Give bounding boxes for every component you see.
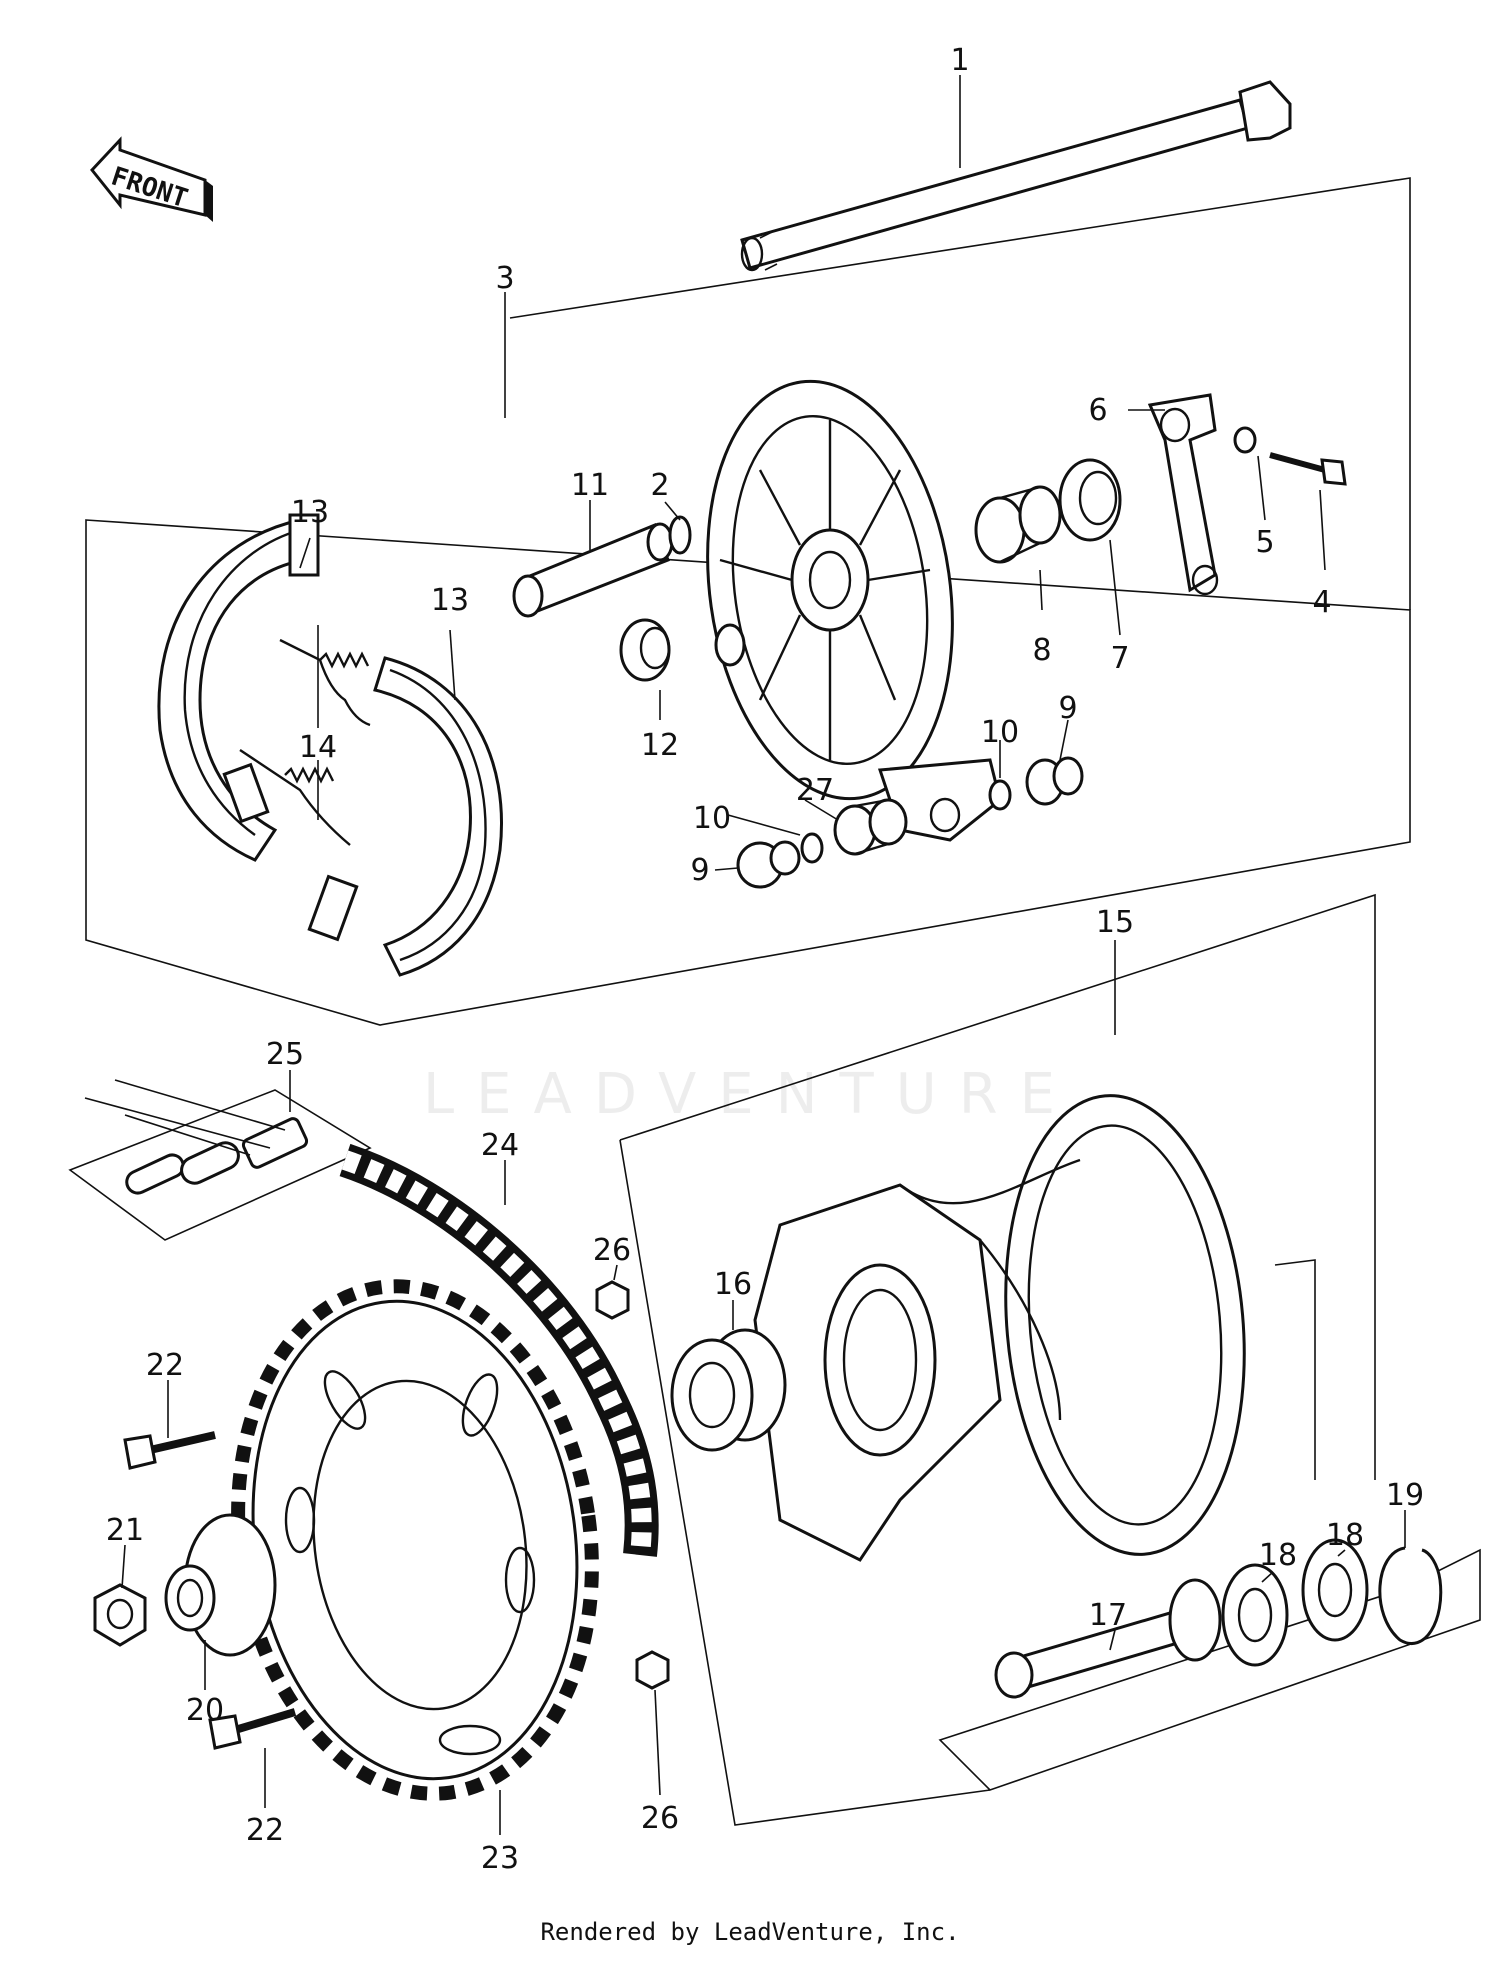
front-arrow-icon: FRONT xyxy=(90,136,213,222)
callout-25: 25 xyxy=(266,1037,304,1072)
chain-joint-part xyxy=(125,1117,309,1195)
brake-shoe-left-part xyxy=(157,513,320,862)
drive-chain-part xyxy=(339,1143,659,1557)
callout-24: 24 xyxy=(481,1128,519,1163)
callout-6: 6 xyxy=(1088,393,1107,428)
callout-20: 20 xyxy=(186,1693,224,1728)
rear-wheel-hub-part xyxy=(753,1094,1246,1562)
hub-distance-collar-part xyxy=(994,1578,1222,1699)
sprocket-nut-lower-part xyxy=(635,1650,670,1690)
callout-19: 19 xyxy=(1386,1478,1424,1513)
callout-3: 3 xyxy=(495,261,514,296)
brake-shoe-spring-upper-part xyxy=(279,638,371,727)
callout-27: 27 xyxy=(796,773,834,808)
stopper-washer-lower-part xyxy=(800,832,824,864)
brake-panel-group-outline xyxy=(509,177,1411,610)
callout-18-right: 18 xyxy=(1326,1518,1364,1553)
callout-23: 23 xyxy=(481,1841,519,1876)
callout-leader-lines xyxy=(121,75,1406,1835)
callout-2: 2 xyxy=(650,468,669,503)
callout-21: 21 xyxy=(106,1513,144,1548)
callout-12: 12 xyxy=(641,728,679,763)
rear-sprocket-part xyxy=(231,1279,599,1801)
callout-8: 8 xyxy=(1032,633,1051,668)
callout-7: 7 xyxy=(1110,641,1129,676)
sprocket-bolt-lower-part xyxy=(208,1708,297,1750)
callout-numbers: 1 2 3 4 5 6 7 8 9 9 10 10 11 12 13 13 14… xyxy=(106,43,1424,1876)
brake-cam-lever-part xyxy=(1147,393,1219,596)
callout-5: 5 xyxy=(1255,525,1274,560)
brake-shoe-spring-lower-part xyxy=(239,749,351,846)
brake-shoe-right-part xyxy=(307,656,503,977)
stopper-collar-lower-part xyxy=(736,840,801,889)
lever-bolt-part xyxy=(1269,452,1347,486)
stopper-washer-upper-part xyxy=(988,779,1012,811)
camshaft-bush-part xyxy=(974,485,1062,564)
hub-bearing-right-outer-part xyxy=(1301,1538,1369,1642)
hub-bearing-right-inner-part xyxy=(1221,1563,1289,1667)
callout-17: 17 xyxy=(1089,1598,1127,1633)
callout-1: 1 xyxy=(950,43,969,78)
brake-cam-shaft-part xyxy=(512,522,674,618)
brake-panel-plate-part xyxy=(706,379,1002,842)
o-ring-part xyxy=(668,515,692,555)
hub-bearing-left-part xyxy=(670,1328,787,1452)
render-credit-footer: Rendered by LeadVenture, Inc. xyxy=(540,1918,960,1946)
axle-nut-part xyxy=(93,1583,147,1647)
callout-16: 16 xyxy=(714,1267,752,1302)
panel-seal-part xyxy=(1058,458,1122,542)
callout-22-upper: 22 xyxy=(146,1348,184,1383)
callout-26-upper: 26 xyxy=(593,1233,631,1268)
rear-axle-part xyxy=(740,80,1292,272)
callout-10-upper: 10 xyxy=(981,715,1019,750)
hub-circlip-part xyxy=(1378,1546,1443,1645)
callout-10-lower: 10 xyxy=(693,801,731,836)
cam-seal-part xyxy=(619,618,671,682)
stopper-bush-part xyxy=(833,798,908,856)
callout-13-upper: 13 xyxy=(291,495,329,530)
watermark-text: LEADVENTURE xyxy=(422,1062,1078,1127)
sprocket-side-collar-part xyxy=(164,1513,277,1657)
sprocket-bolt-upper-part xyxy=(123,1431,216,1470)
callout-9-upper: 9 xyxy=(1058,691,1077,726)
chain-joint-group-box xyxy=(68,1089,372,1241)
callout-11: 11 xyxy=(571,468,609,503)
callout-26-lower: 26 xyxy=(641,1801,679,1836)
callout-18-left: 18 xyxy=(1259,1538,1297,1573)
sprocket-nut-upper-part xyxy=(595,1280,630,1320)
callout-22-lower: 22 xyxy=(246,1813,284,1848)
callout-14: 14 xyxy=(299,730,337,765)
callout-13-lower: 13 xyxy=(431,583,469,618)
callout-15: 15 xyxy=(1096,905,1134,940)
callout-4: 4 xyxy=(1312,585,1331,620)
stopper-collar-upper-part xyxy=(1025,756,1084,806)
callout-9-lower: 9 xyxy=(690,853,709,888)
brake-panel-assembly-box xyxy=(85,519,1411,1026)
lever-washer-part xyxy=(1233,426,1257,454)
hub-assembly-box xyxy=(619,893,1376,1480)
